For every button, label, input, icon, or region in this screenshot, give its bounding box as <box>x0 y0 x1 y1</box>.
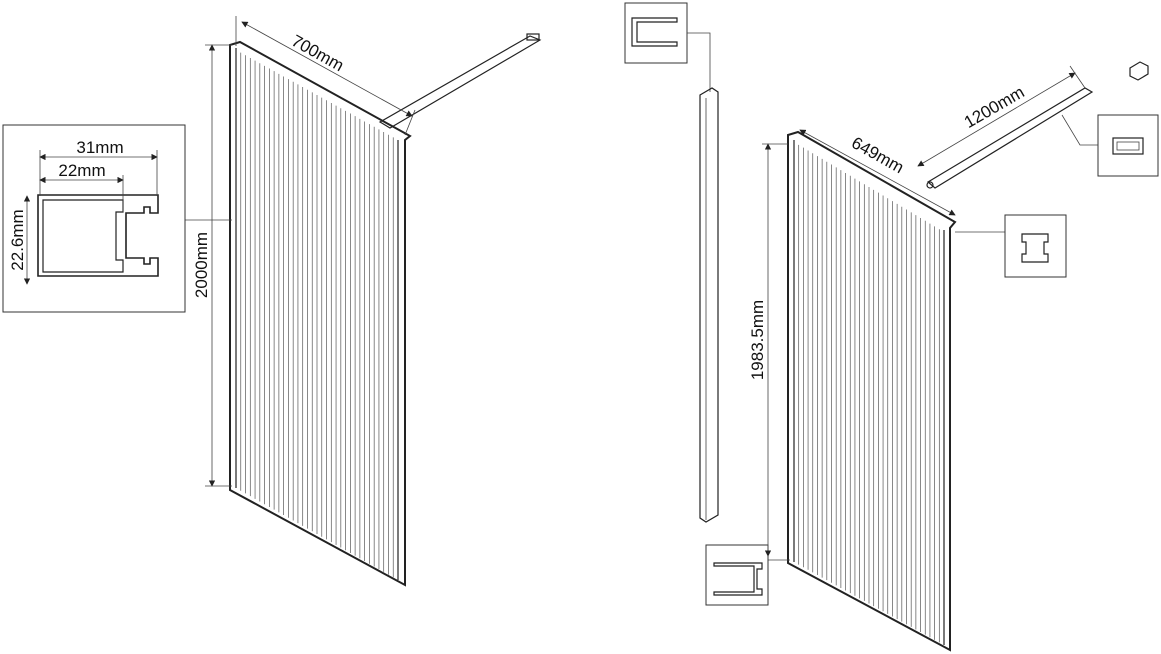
width-label-left: 700mm <box>288 31 347 75</box>
end-cap-block <box>1129 61 1149 81</box>
left-glass-panel <box>229 40 412 587</box>
channel-profile-inset-bottom <box>705 544 790 606</box>
height-label-left: 2000mm <box>192 232 211 298</box>
depth-label: 22.6mm <box>8 209 27 270</box>
inner-width-label: 22mm <box>58 161 105 180</box>
arm-profile-inset <box>1061 114 1159 177</box>
height-label-right: 1983.5mm <box>748 300 767 380</box>
left-support-arm <box>378 33 542 129</box>
right-glass-panel <box>787 130 957 652</box>
clamp-profile-inset <box>955 214 1067 278</box>
outer-width-label: 31mm <box>76 138 123 157</box>
wall-channel <box>699 87 719 523</box>
width-label-right: 649mm <box>848 133 907 177</box>
dimension-2000mm: 2000mm <box>192 44 232 487</box>
dimension-1983-5mm: 1983.5mm <box>748 143 788 557</box>
dimension-1200mm: 1200mm <box>917 65 1086 167</box>
profile-detail-inset: 31mm 22mm 22.6mm <box>2 124 232 313</box>
dimension-649mm: 649mm <box>799 129 956 216</box>
channel-profile-inset-top <box>624 2 711 92</box>
